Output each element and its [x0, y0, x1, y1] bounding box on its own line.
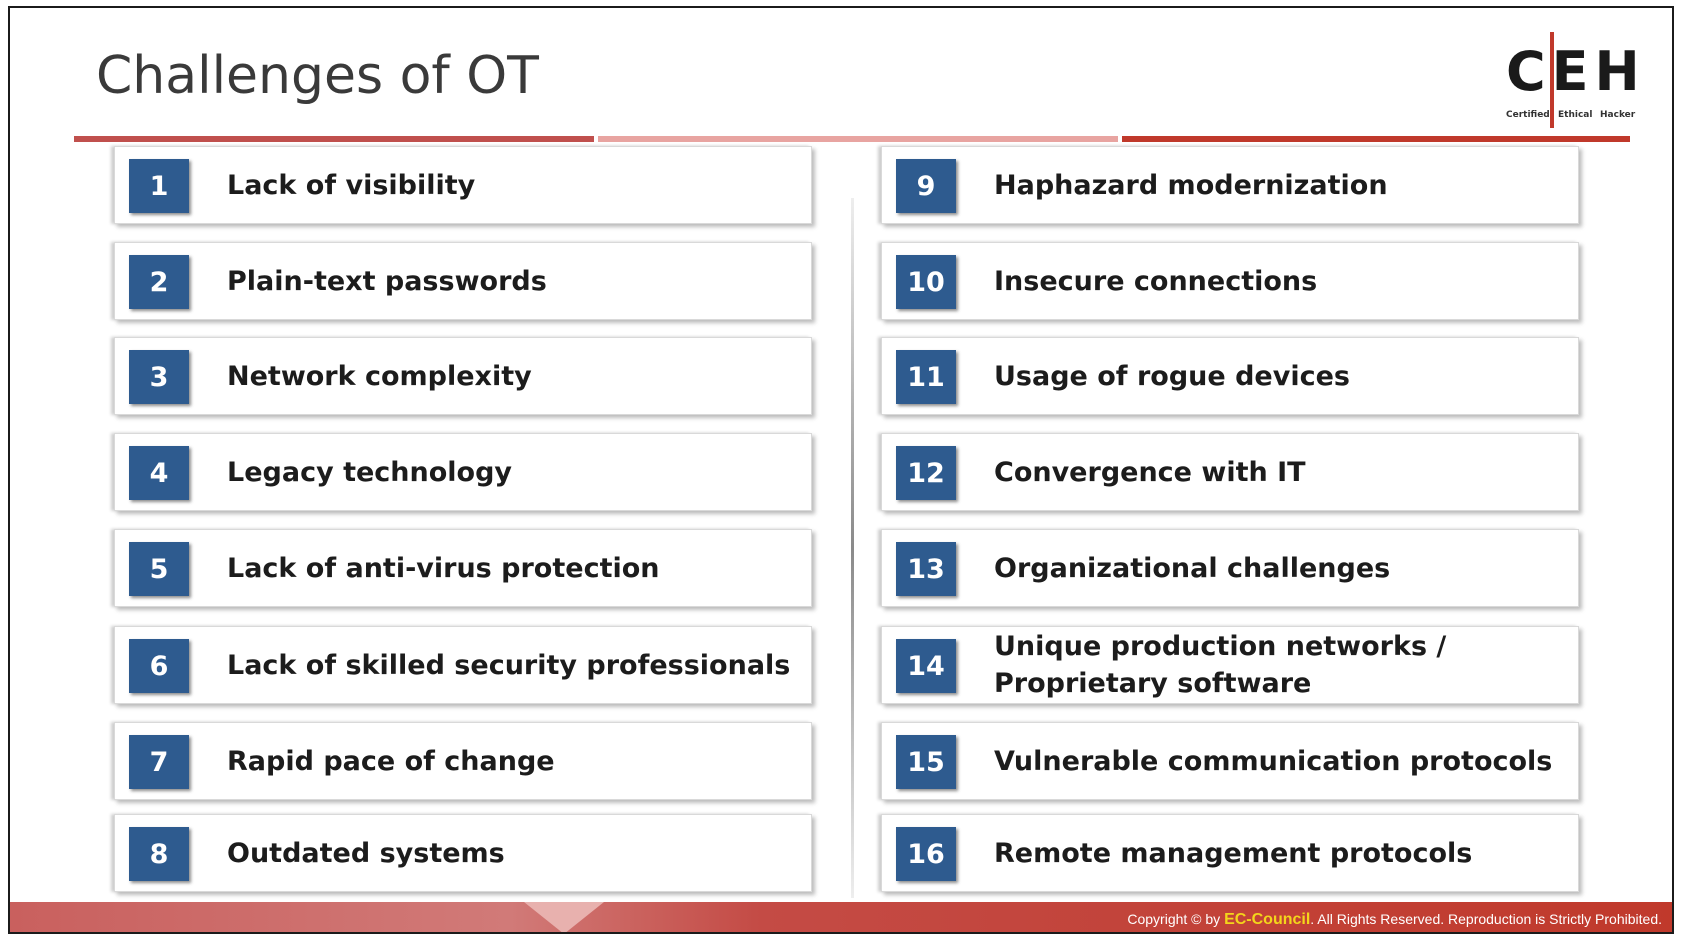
item-label: Haphazard modernization [994, 169, 1388, 201]
item-label: Convergence with IT [994, 456, 1306, 488]
challenge-item: 6 Lack of skilled security professionals [114, 626, 812, 704]
challenge-item: 4 Legacy technology [114, 433, 812, 511]
logo-letters: CEH [1506, 40, 1646, 103]
challenge-item: 16 Remote management protocols [881, 814, 1579, 892]
challenge-item: 8 Outdated systems [114, 814, 812, 892]
item-label: Usage of rogue devices [994, 360, 1350, 392]
footer-bar: Copyright © by EC-Council. All Rights Re… [10, 902, 1672, 932]
item-label: Outdated systems [227, 837, 505, 869]
item-number-badge: 15 [896, 735, 956, 789]
item-number-badge: 6 [129, 639, 189, 693]
title-underline [74, 136, 1630, 142]
item-number-badge: 10 [896, 255, 956, 309]
item-number-badge: 9 [896, 159, 956, 213]
item-label: Rapid pace of change [227, 745, 555, 777]
item-label: Lack of visibility [227, 169, 476, 201]
logo-sub-ethical: Ethical [1558, 110, 1593, 120]
challenge-item: 14 Unique production networks / Propriet… [881, 626, 1579, 704]
item-number-badge: 13 [896, 542, 956, 596]
challenge-item: 10 Insecure connections [881, 242, 1579, 320]
item-number-badge: 16 [896, 827, 956, 881]
item-number-badge: 5 [129, 542, 189, 596]
item-label: Lack of anti-virus protection [227, 552, 660, 584]
challenge-item: 11 Usage of rogue devices [881, 337, 1579, 415]
challenge-item: 3 Network complexity [114, 337, 812, 415]
item-number-badge: 14 [896, 639, 956, 693]
challenge-item: 1 Lack of visibility [114, 146, 812, 224]
item-number-badge: 1 [129, 159, 189, 213]
logo-sub-certified: Certified [1506, 110, 1550, 120]
item-label: Unique production networks / Proprietary… [994, 631, 1447, 699]
challenge-item: 12 Convergence with IT [881, 433, 1579, 511]
logo-sub-hacker: Hacker [1600, 110, 1636, 120]
item-number-badge: 4 [129, 446, 189, 500]
footer-notch [524, 902, 604, 932]
challenge-item: 9 Haphazard modernization [881, 146, 1579, 224]
challenge-item: 13 Organizational challenges [881, 529, 1579, 607]
item-label: Insecure connections [994, 265, 1318, 297]
item-label: Remote management protocols [994, 837, 1473, 869]
copyright-suffix: . All Rights Reserved. Reproduction is S… [1310, 911, 1662, 927]
item-number-badge: 11 [896, 350, 956, 404]
challenge-item: 5 Lack of anti-virus protection [114, 529, 812, 607]
item-label: Network complexity [227, 360, 532, 392]
item-label: Vulnerable communication protocols [994, 745, 1553, 777]
item-label: Lack of skilled security professionals [227, 649, 791, 681]
ec-council-brand: EC-Council [1224, 911, 1311, 928]
item-label: Plain-text passwords [227, 265, 547, 297]
slide-frame: Challenges of OT CEH Certified Ethical H… [8, 6, 1674, 934]
ceh-logo: CEH Certified Ethical Hacker [1506, 26, 1640, 128]
item-label: Organizational challenges [994, 552, 1391, 584]
item-number-badge: 8 [129, 827, 189, 881]
item-number-badge: 3 [129, 350, 189, 404]
item-number-badge: 7 [129, 735, 189, 789]
challenge-item: 15 Vulnerable communication protocols [881, 722, 1579, 800]
slide-title: Challenges of OT [96, 46, 539, 106]
challenge-item: 7 Rapid pace of change [114, 722, 812, 800]
column-divider [851, 198, 854, 898]
item-number-badge: 2 [129, 255, 189, 309]
copyright-text: Copyright © by EC-Council. All Rights Re… [1127, 911, 1662, 929]
item-number-badge: 12 [896, 446, 956, 500]
copyright-prefix: Copyright © by [1127, 911, 1225, 927]
item-label: Legacy technology [227, 456, 513, 488]
logo-red-bar [1550, 32, 1554, 128]
challenge-item: 2 Plain-text passwords [114, 242, 812, 320]
